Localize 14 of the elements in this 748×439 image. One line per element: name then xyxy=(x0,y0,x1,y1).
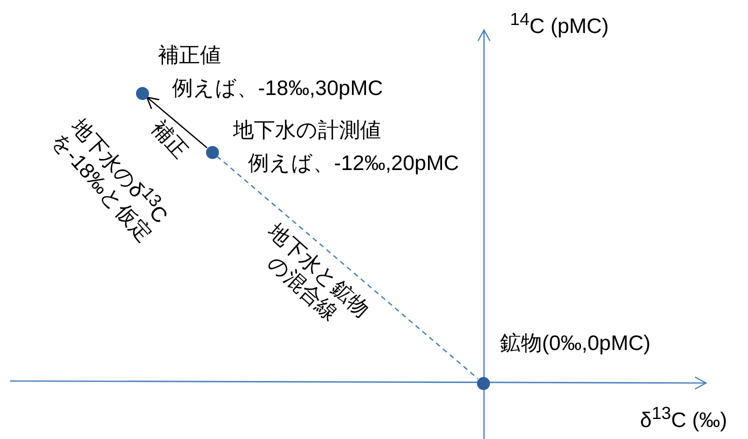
data-point xyxy=(206,146,218,158)
point-label: 例えば、-12‰,20pMC xyxy=(248,152,459,176)
edge-label: 地下水と鉱物の混合線 xyxy=(262,218,374,328)
point-label: 補正値 xyxy=(158,44,221,68)
arrow xyxy=(146,96,208,148)
axis-label: δ$^{13}$C (‰) xyxy=(640,404,728,432)
data-point xyxy=(476,376,490,390)
point-label: 鉱物(0‰,0pMC) xyxy=(500,332,651,356)
data-point xyxy=(136,86,148,100)
point-label: 地下水の計測値 xyxy=(233,119,381,142)
axis-label: $^{14}$C (pMC) xyxy=(510,10,609,38)
mixing-line xyxy=(216,156,478,380)
edge-label: 補正 xyxy=(146,116,192,164)
point-label: 例えば、-18‰,30pMC xyxy=(172,77,383,100)
